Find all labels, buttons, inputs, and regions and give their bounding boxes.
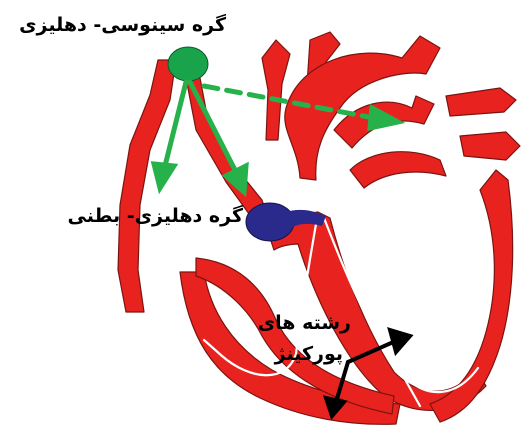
av-node-label: گره دهلیزی- بطنی (68, 205, 244, 227)
left-ventricle-wall (430, 170, 513, 422)
pulmonary-vein-lower (460, 132, 520, 160)
pointer-up-head (390, 330, 410, 352)
av-node-body (246, 203, 294, 241)
left-atrium-wall (350, 152, 446, 188)
sa-node (168, 47, 208, 81)
purkinje-label-line2: پورکینژ (275, 343, 343, 365)
purkinje-label-line1: رشته های (258, 312, 351, 334)
arrowhead-left (154, 164, 174, 188)
sa-node-label: گره سینوسی- دهلیزی (19, 14, 226, 36)
heart-walls (118, 32, 520, 424)
vena-cava-left-wall (118, 60, 176, 312)
pulmonary-vein-upper (446, 88, 516, 116)
